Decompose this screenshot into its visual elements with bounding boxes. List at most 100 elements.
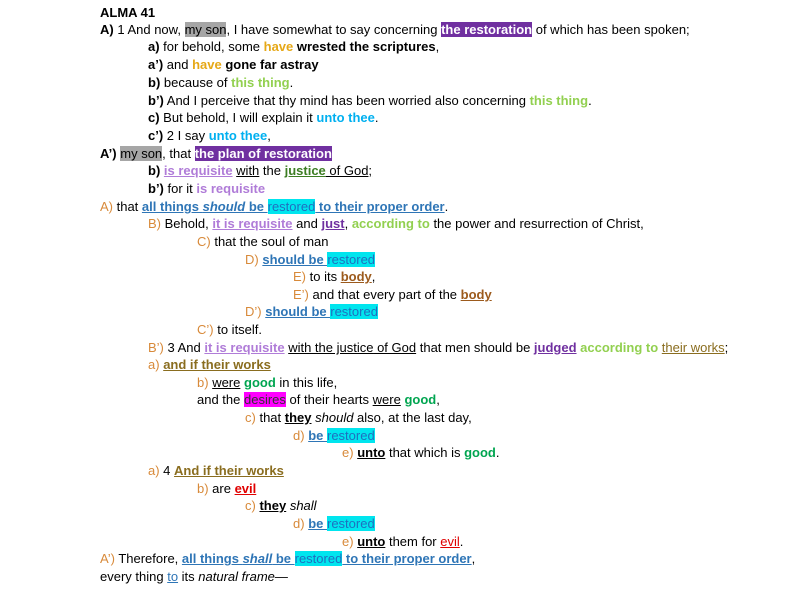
verse-line: A) 1 And now, my son, I have somewhat to… [100, 21, 690, 38]
chiasm-label: c) [245, 498, 256, 513]
verse-line: c) they shall [245, 497, 317, 514]
highlight-have: have [263, 39, 294, 54]
highlight-good: good [404, 392, 437, 407]
verse-line: a) and if their works [148, 356, 271, 373]
highlight-my-son: my son [120, 146, 163, 161]
highlight-should: should [202, 199, 246, 214]
highlight-body: body [340, 269, 372, 284]
highlight-this-thing: this thing [231, 75, 290, 90]
highlight-should-be: should be [262, 252, 328, 267]
highlight-to: to [167, 569, 179, 584]
chiasm-label: c’) [148, 128, 164, 143]
highlight-natural-frame: natural frame [198, 569, 275, 584]
text: 3 And [163, 340, 205, 355]
chiasm-label: c) [148, 110, 160, 125]
verse-line: D’) should be restored [245, 303, 378, 320]
chiasm-label: A’) [100, 551, 115, 566]
chiasm-label: a) [148, 463, 160, 478]
verse-line: C) that the soul of man [197, 233, 329, 250]
chiasm-label: b) [148, 75, 161, 90]
highlight-evil: evil [234, 481, 257, 496]
highlight-proper-order: to their proper order [342, 551, 472, 566]
highlight-with: with [236, 163, 260, 178]
verse-line: A) that all things should be restored to… [100, 198, 448, 215]
text: every thing [100, 569, 168, 584]
chiasm-label: E’) [293, 287, 309, 302]
verse-line: c) that they should also, at the last da… [245, 409, 472, 426]
highlight-shall: shall [242, 551, 273, 566]
chiasm-label: d) [293, 516, 305, 531]
text: ; [724, 340, 729, 355]
text: of their hearts [285, 392, 373, 407]
highlight-desires: desires [244, 392, 286, 407]
highlight-all-things: all things [141, 199, 203, 214]
highlight-they: they [259, 498, 287, 513]
chiasm-label: E) [293, 269, 306, 284]
text: . [444, 199, 449, 214]
text: 2 I say [163, 128, 209, 143]
verse-line: B) Behold, it is requisite and just, acc… [148, 215, 644, 232]
highlight-good: good [464, 445, 496, 460]
text: that men should be [416, 340, 534, 355]
verse-line: d) be restored [293, 427, 375, 444]
chiasm-label: D) [245, 252, 259, 267]
verse-line: b’) for it is requisite [148, 180, 265, 197]
highlight-unto: unto [357, 445, 386, 460]
text: 4 [159, 463, 175, 478]
highlight-proper-order: to their proper order [315, 199, 445, 214]
verse-line: C’) to itself. [197, 321, 262, 338]
chiasm-label: d) [293, 428, 305, 443]
verse-line: b) because of this thing. [148, 74, 293, 91]
text: . [374, 110, 379, 125]
verse-line: b) were good in this life, [197, 374, 337, 391]
chiasm-label: b) [148, 163, 161, 178]
text: Therefore, [114, 551, 182, 566]
text: them for [385, 534, 441, 549]
highlight-plan-of-restoration: the plan of restoration [194, 146, 332, 161]
highlight-have: have [192, 57, 222, 72]
text: the power and resurrection of Christ, [429, 216, 644, 231]
verse-line: E’) and that every part of the body [293, 286, 492, 303]
text: , [267, 128, 271, 143]
highlight-just: just [321, 216, 345, 231]
chiasm-label: a’) [148, 57, 164, 72]
verse-line: b) is requisite with the justice of God; [148, 162, 372, 179]
verse-line: c) But behold, I will explain it unto th… [148, 109, 379, 126]
text: . [289, 75, 294, 90]
highlight-unto-thee: unto thee [316, 110, 375, 125]
chiasm-label: B) [148, 216, 161, 231]
text: of God; [325, 163, 373, 178]
chiasm-label: C’) [197, 322, 214, 337]
text: — [274, 569, 288, 584]
text: 1 And now, [113, 22, 185, 37]
highlight-restored: restored [330, 304, 378, 319]
verse-line: d) be restored [293, 515, 375, 532]
highlight-restored: restored [294, 551, 343, 566]
highlight-is-requisite: is requisite [163, 163, 233, 178]
text: that [113, 199, 142, 214]
text: the [259, 163, 285, 178]
highlight-with-justice: with the justice [288, 340, 374, 355]
text: of God [373, 340, 417, 355]
highlight-body: body [460, 287, 492, 302]
text: are [208, 481, 235, 496]
chiasm-label: e) [342, 534, 354, 549]
chiasm-label: a) [148, 39, 160, 54]
verse-line: A’) my son, that the plan of restoration [100, 145, 332, 162]
text: and [163, 57, 193, 72]
text: that which is [385, 445, 465, 460]
highlight-their-works: their works [661, 340, 725, 355]
chiasm-label: a) [148, 357, 160, 372]
highlight-be: be [245, 199, 268, 214]
text: in this life, [275, 375, 338, 390]
verse-line: a) 4 And if their works [148, 462, 284, 479]
text: and the [197, 392, 244, 407]
highlight-is-requisite: it is requisite [204, 340, 285, 355]
verse-line: and the desires of their hearts were goo… [197, 391, 440, 408]
chiasm-label: A’) [100, 146, 117, 161]
text: , [344, 216, 352, 231]
text: gone far astray [221, 57, 319, 72]
highlight-unto: unto [357, 534, 386, 549]
highlight-they: they [284, 410, 312, 425]
highlight-their-works: And if their works [174, 463, 284, 478]
